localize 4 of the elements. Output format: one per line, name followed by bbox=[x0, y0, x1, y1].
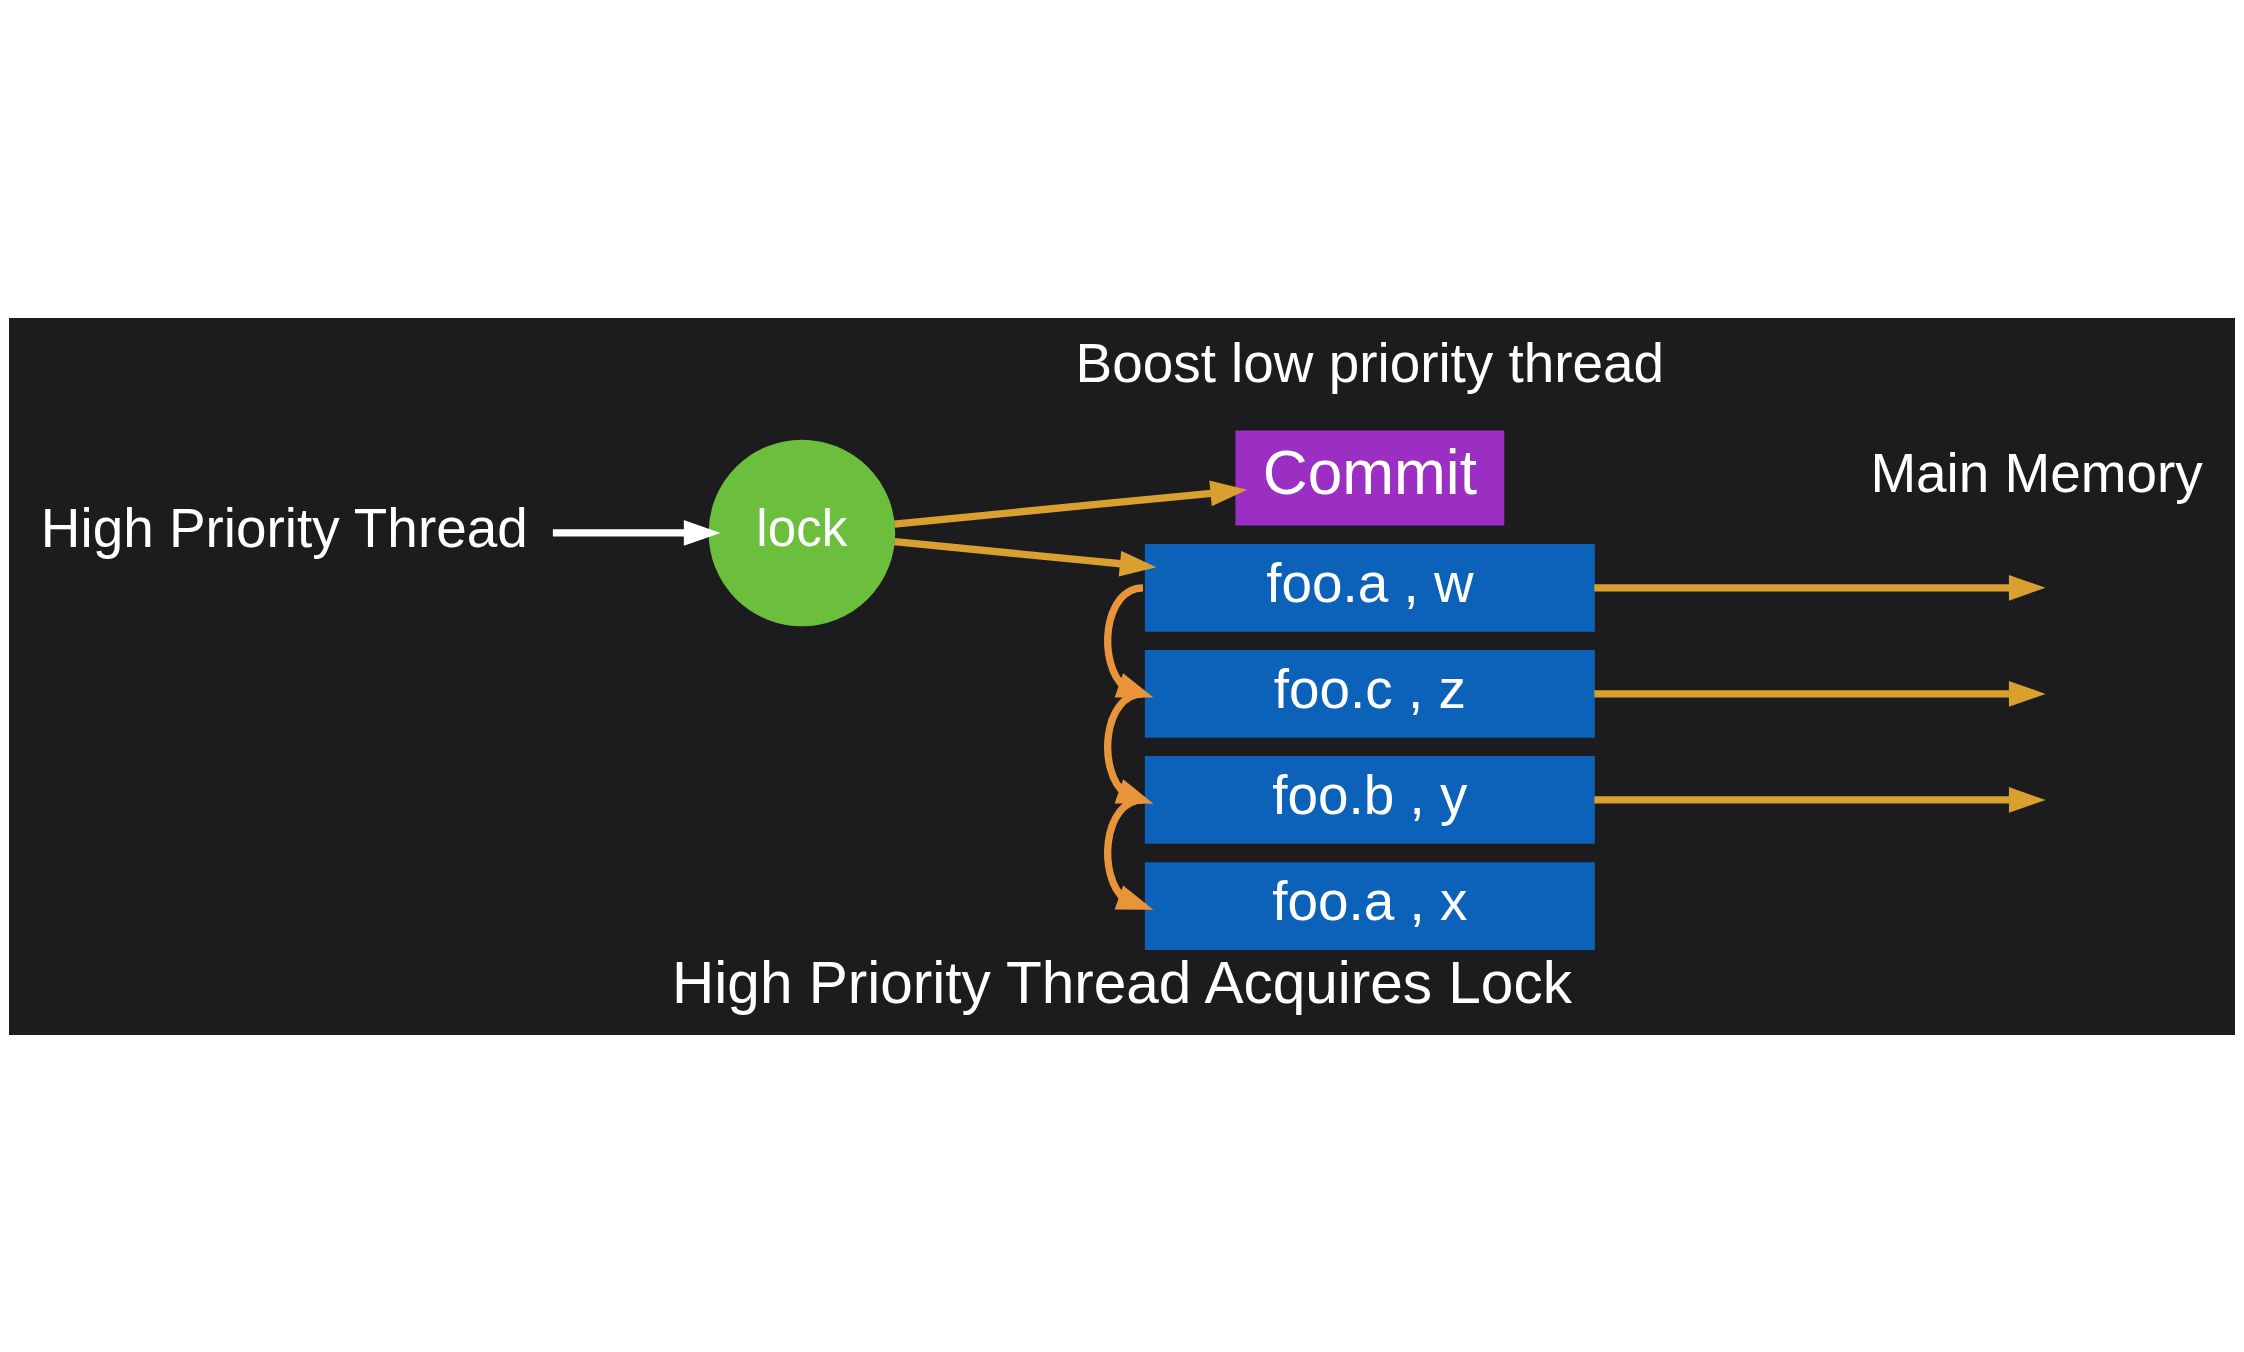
label: Boost low priority thread bbox=[1075, 331, 1665, 394]
label: Main Memory bbox=[1870, 441, 2203, 504]
caption: High Priority Thread Acquires Lock bbox=[672, 949, 1572, 1015]
node-text: High Priority Thread bbox=[40, 496, 528, 559]
